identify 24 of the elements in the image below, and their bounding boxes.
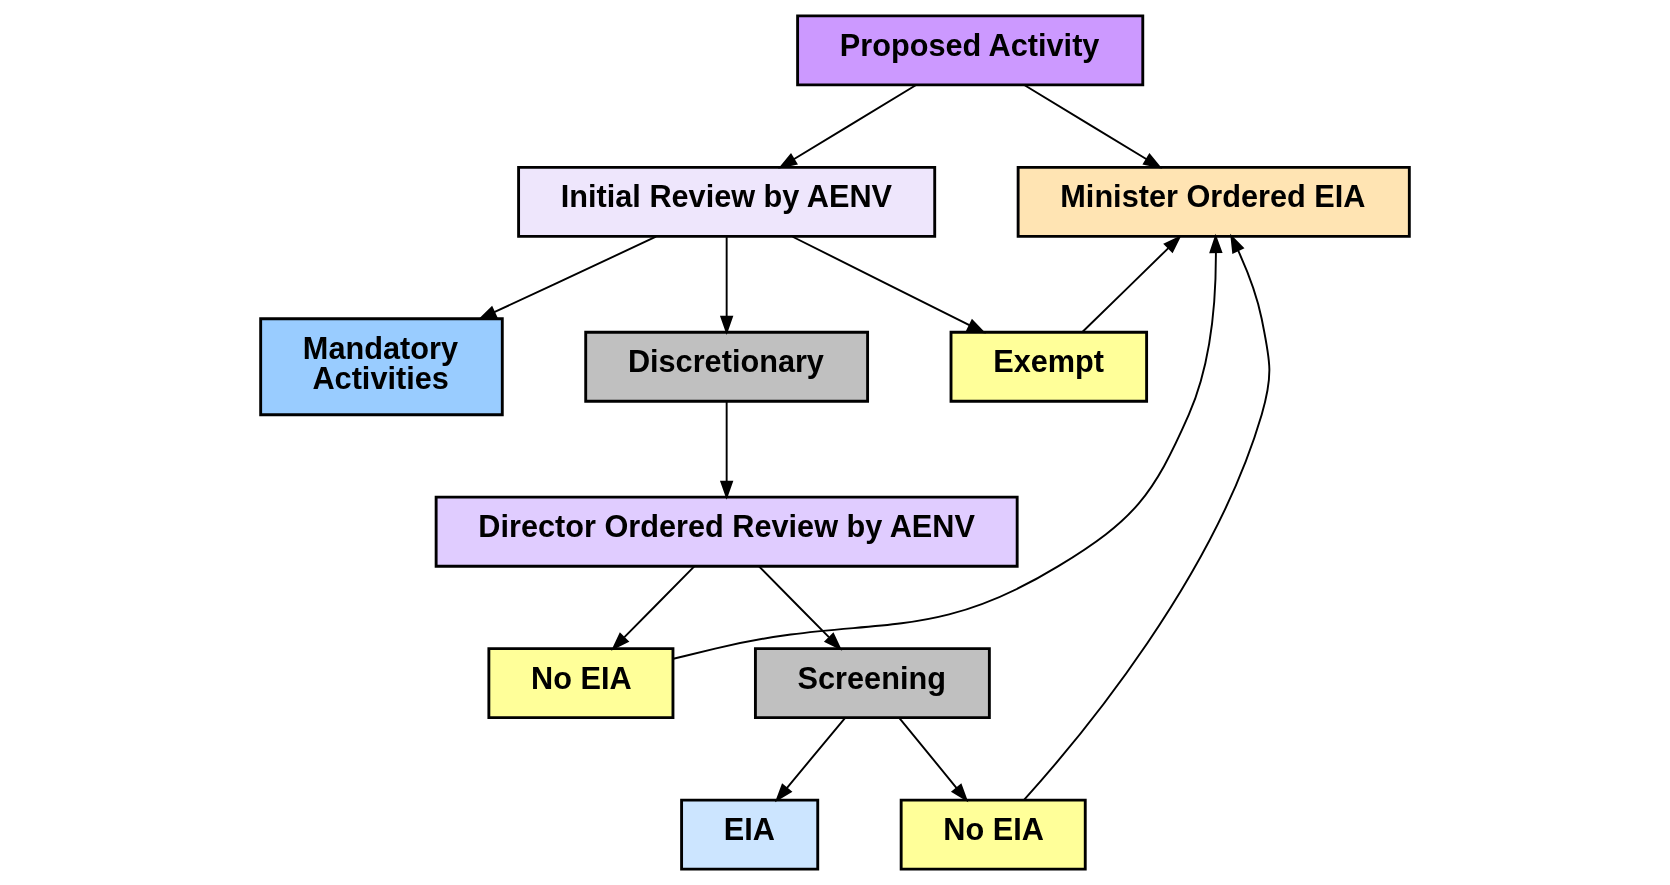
arrow	[477, 235, 657, 320]
node-box: Mandatory Activities	[259, 317, 504, 417]
node-box: Director Ordered Review by AENV	[434, 495, 1019, 568]
arrow	[774, 716, 847, 803]
node-box: Screening	[753, 647, 991, 720]
arrow	[672, 233, 1223, 660]
node-box: No EIA	[487, 647, 675, 720]
node-box: Exempt	[949, 330, 1149, 403]
arrow	[898, 716, 969, 803]
arrow	[791, 235, 987, 334]
arrow	[758, 565, 843, 651]
arrow	[719, 401, 734, 500]
arrow	[778, 84, 918, 169]
node-box: No EIA	[899, 798, 1087, 871]
arrow	[719, 236, 734, 335]
arrow	[1023, 233, 1271, 801]
node-box: Initial Review by AENV	[517, 165, 937, 238]
arrow	[1023, 84, 1163, 169]
arrow	[611, 565, 696, 651]
node-box: Minister Ordered EIA	[1016, 165, 1411, 238]
node-box: Proposed Activity	[796, 14, 1145, 87]
node-box: Discretionary	[584, 330, 870, 403]
arrow	[1081, 235, 1182, 333]
node-box: EIA	[680, 798, 820, 871]
